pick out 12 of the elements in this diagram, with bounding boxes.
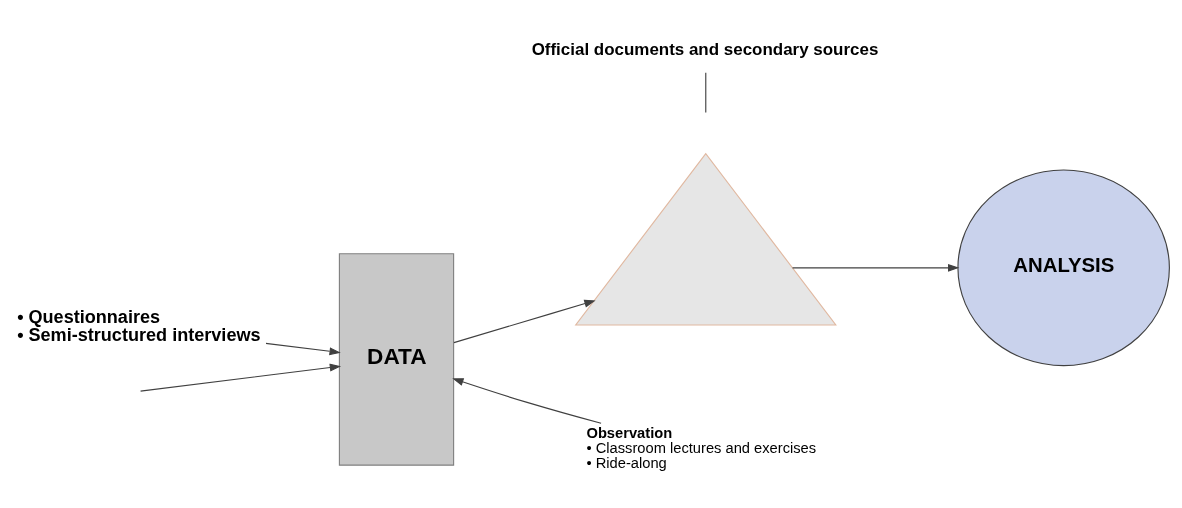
node-circle: ANALYSIS xyxy=(957,169,1170,367)
arrow xyxy=(453,299,596,344)
node-triangle xyxy=(574,152,837,326)
node-text: Official documents and secondary sources xyxy=(531,39,879,59)
arrow xyxy=(452,378,602,424)
node-text: Observation • Classroom lectures and exercises • Ride-along xyxy=(586,425,817,471)
arrow xyxy=(791,263,960,272)
node-text: • Questionnaires • Semi-structured interviews xyxy=(17,307,261,346)
arrow xyxy=(140,363,342,392)
arrow xyxy=(265,342,341,356)
node-box: DATA xyxy=(338,253,455,466)
connector xyxy=(705,72,707,114)
